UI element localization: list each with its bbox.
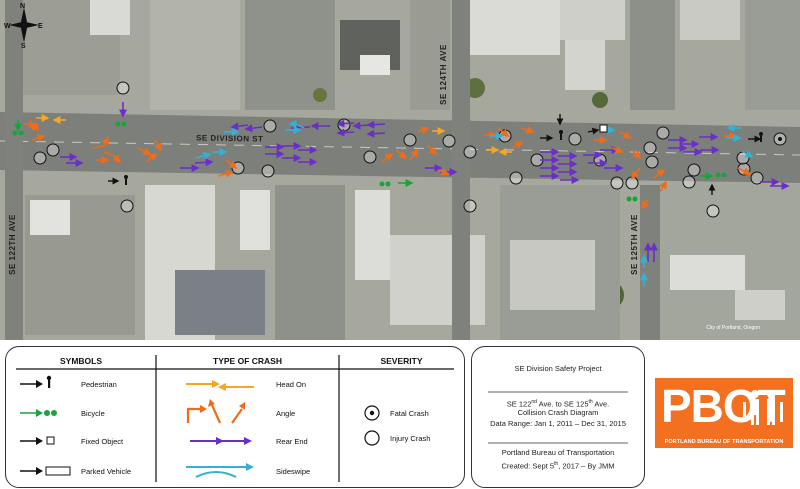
symbols-icons — [20, 375, 71, 476]
head-on-legend-icon — [186, 380, 254, 391]
bureau-name: Portland Bureau of Transportation — [501, 448, 615, 457]
map-credit: City of Portland, Oregon — [706, 325, 760, 331]
fixed-object-legend-icon — [20, 436, 55, 445]
fatal-crash-icon — [364, 405, 380, 421]
legend-pedestrian: Pedestrian — [81, 380, 117, 389]
legend-lines — [16, 355, 454, 482]
legend-parked-vehicle: Parked Vehicle — [81, 467, 132, 476]
injury-crash-icon — [364, 430, 380, 446]
street-label-124th: SE 124TH AVE — [438, 44, 448, 105]
pbot-wordmark: PBOT — [661, 380, 786, 432]
street-label-122nd: SE 122TH AVE — [7, 214, 17, 275]
angle-legend-icon — [186, 404, 243, 424]
legend-bicycle: Bicycle — [81, 409, 105, 418]
pedestrian-icon — [124, 130, 763, 185]
legend-crash-header: TYPE OF CRASH — [213, 356, 282, 366]
legend-panel: SYMBOLS TYPE OF CRASH SEVERITY Pedestria… — [5, 346, 465, 488]
compass-s: S — [21, 43, 26, 48]
compass-icon: N S W E — [4, 3, 43, 48]
legend-rear-end: Rear End — [276, 437, 308, 446]
project-title: SE Division Safety Project — [514, 364, 602, 373]
compass-e: E — [38, 23, 43, 30]
bicycle-legend-icon — [20, 409, 57, 417]
street-label-125th: SE 125TH AVE — [629, 214, 639, 275]
compass-n: N — [20, 3, 25, 10]
parked-vehicle-legend-icon — [20, 466, 71, 476]
legend-fatal-crash: Fatal Crash — [390, 409, 429, 418]
street-label-division: SE DIVISION ST — [195, 133, 264, 144]
severity-icons — [364, 405, 380, 446]
rear-end-legend-icon — [190, 437, 252, 445]
aerial-map — [0, 0, 800, 340]
diagram-name: Collision Crash Diagram — [517, 408, 599, 417]
legend-fixed-object: Fixed Object — [81, 437, 124, 446]
legend-sideswipe: Sideswipe — [276, 467, 311, 476]
info-dividers — [488, 391, 628, 444]
legend-injury-crash: Injury Crash — [390, 434, 431, 443]
sideswipe-legend-icon — [186, 466, 246, 478]
legend-severity-header: SEVERITY — [380, 356, 423, 366]
pedestrian-legend-icon — [20, 375, 52, 388]
crash-type-icons — [186, 380, 254, 478]
workers-icon — [743, 390, 783, 425]
legend-symbols-header: SYMBOLS — [59, 356, 103, 366]
project-info-panel: SE Division Safety Project SE 122nd Ave.… — [471, 346, 645, 488]
crash-map: N S W E SE DIVISION ST SE 122TH AVE SE 1… — [0, 0, 800, 340]
compass-w: W — [4, 23, 11, 30]
date-range: Data Range: Jan 1, 2011 – Dec 31, 2015 — [490, 419, 626, 428]
created-line: Created: Sept 5th, 2017 – By JMM — [501, 461, 615, 471]
pbot-logo: PBOT PORTLAND BUREAU OF TRANSPORTATION — [655, 378, 793, 448]
bicycle-icon — [12, 121, 727, 202]
project-range: SE 122nd Ave. to SE 125th Ave. — [506, 399, 610, 409]
pbot-tagline: PORTLAND BUREAU OF TRANSPORTATION — [664, 439, 784, 445]
angle-legend-arrowheads — [200, 399, 245, 413]
legend-head-on: Head On — [276, 380, 307, 389]
legend-angle: Angle — [276, 409, 296, 418]
